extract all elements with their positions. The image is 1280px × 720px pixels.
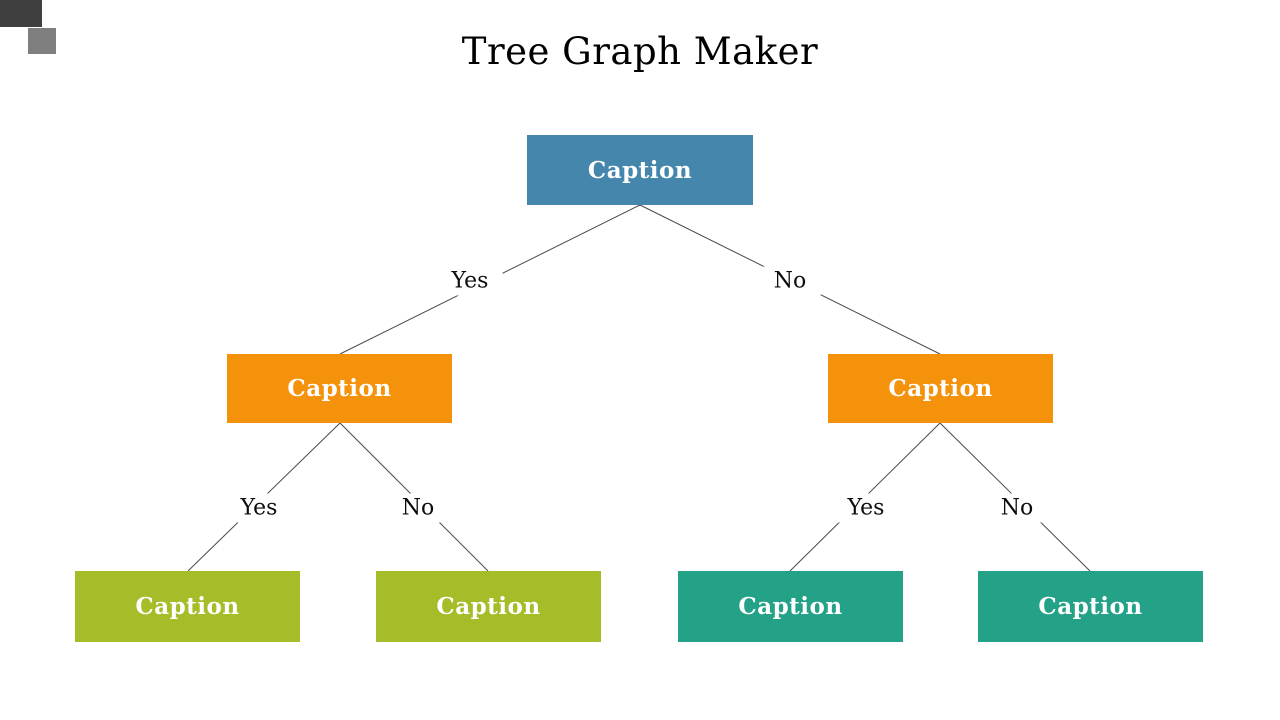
edge-label-left-yes: Yes [226, 493, 292, 523]
node-leaf-left-yes-caption: Caption [75, 571, 300, 642]
edge-label-left-no: No [387, 493, 449, 523]
edge-label-root-yes: Yes [437, 266, 503, 296]
node-leaf-right-no-caption: Caption [978, 571, 1203, 642]
edge-label-right-yes: Yes [833, 493, 899, 523]
node-leaf-left-yes-label: Caption [135, 593, 240, 620]
slide-title: Tree Graph Maker [461, 30, 819, 73]
node-branch-left-label: Caption [287, 375, 392, 402]
node-leaf-left-no-caption: Caption [376, 571, 601, 642]
edge-label-right-no: No [986, 493, 1048, 523]
node-root-caption: Caption [527, 135, 753, 205]
node-leaf-right-no-label: Caption [1038, 593, 1143, 620]
node-root-label: Caption [587, 156, 693, 184]
node-leaf-right-yes-caption: Caption [678, 571, 903, 642]
node-leaf-left-no-label: Caption [436, 593, 541, 620]
corner-gray-square-decoration [28, 28, 56, 54]
node-branch-right-caption: Caption [828, 354, 1053, 423]
edge-label-root-no: No [759, 266, 821, 296]
node-branch-left-caption: Caption [227, 354, 452, 423]
corner-dark-square-decoration [0, 0, 42, 27]
node-leaf-right-yes-label: Caption [738, 593, 843, 620]
node-branch-right-label: Caption [888, 375, 993, 402]
